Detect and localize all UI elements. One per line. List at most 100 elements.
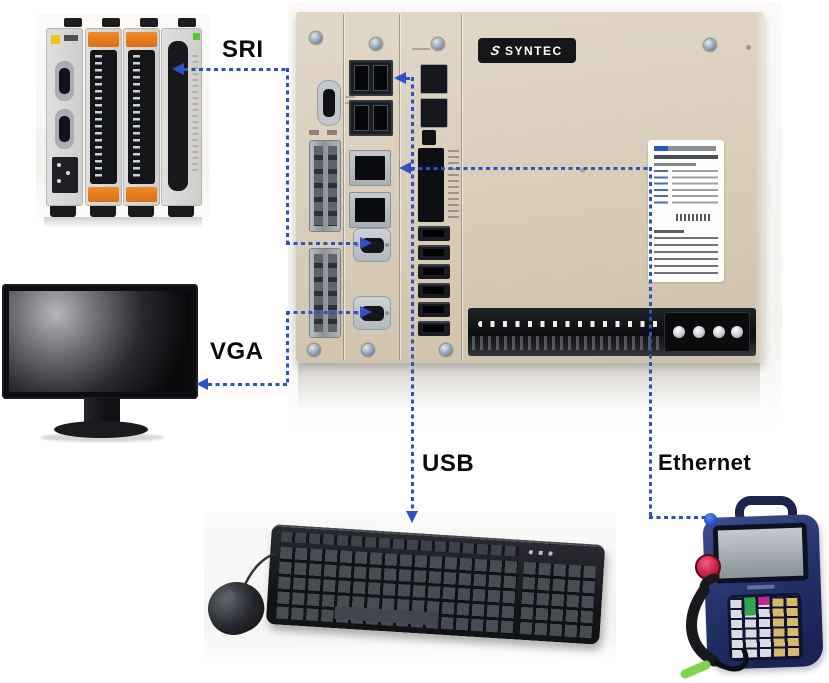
terminal-connector — [52, 157, 78, 193]
port-label — [412, 48, 430, 54]
module-cover — [168, 41, 188, 191]
din-clip — [140, 18, 158, 27]
cnc-controller: S SYNTEC — [296, 12, 764, 362]
power-terminal — [673, 326, 685, 338]
reflection — [44, 217, 202, 228]
usb-port-pair — [349, 100, 393, 136]
terminal-wiring — [472, 336, 664, 350]
module-cap-top — [88, 32, 119, 47]
key-green — [744, 597, 756, 616]
screw — [308, 344, 320, 356]
status-led-green — [193, 33, 200, 40]
module-label — [64, 35, 78, 41]
dsub-socket — [323, 89, 335, 117]
syntec-logo-mark: S — [489, 43, 502, 58]
label-table-left — [654, 170, 668, 208]
status-led-yellow — [51, 35, 60, 44]
vga-line — [286, 311, 289, 386]
dsub-port — [55, 109, 74, 149]
module-foot — [168, 206, 194, 217]
spec-label — [648, 140, 724, 282]
io-port — [418, 264, 450, 279]
usb-line — [406, 77, 414, 80]
module-foot — [128, 206, 154, 217]
pin — [66, 171, 70, 175]
monitor-stand-base — [54, 421, 148, 438]
io-port — [418, 321, 450, 336]
label-notes — [654, 237, 718, 277]
tick-marks — [192, 55, 198, 175]
module-foot — [90, 206, 116, 217]
pendant-brand-mark — [746, 584, 775, 590]
label-header — [654, 146, 716, 151]
terminal-screws — [478, 321, 660, 327]
card-separator — [461, 14, 462, 360]
lan-port — [349, 192, 391, 228]
sri-line — [184, 68, 288, 71]
label-table — [672, 170, 718, 208]
power-terminal — [731, 326, 743, 338]
power-terminal — [713, 326, 725, 338]
pendant-body — [702, 514, 824, 670]
screw — [370, 38, 382, 50]
usb-arrowhead — [394, 72, 406, 84]
terminal-pins — [95, 55, 102, 179]
screw — [362, 344, 374, 356]
rj45-port — [420, 98, 448, 128]
small-port — [422, 130, 436, 145]
lan-port — [349, 150, 391, 186]
screw — [704, 39, 716, 51]
sri-arrowhead — [360, 237, 372, 249]
key-magenta — [758, 596, 770, 606]
rj45-port — [420, 64, 448, 94]
pin — [57, 163, 61, 167]
panel-hole — [746, 45, 751, 50]
module-cap-top — [126, 32, 157, 47]
power-terminal-block — [664, 312, 750, 352]
pinout-text — [448, 150, 459, 220]
sri-arrowhead — [172, 63, 184, 75]
label-vga: VGA — [210, 338, 264, 365]
emergency-stop-button — [695, 554, 721, 580]
dsub-port — [55, 61, 74, 101]
sri-line — [286, 242, 362, 245]
sri-dsub-port — [353, 228, 391, 262]
label-barcode — [676, 214, 712, 221]
io-module-terminal — [85, 28, 122, 206]
terminal-strip-bottom — [468, 308, 756, 356]
label-row — [654, 163, 696, 166]
screw — [432, 38, 444, 50]
module-foot — [50, 206, 76, 217]
pendant-keypad — [727, 592, 804, 662]
screw — [310, 32, 322, 44]
port-label — [309, 130, 319, 135]
controller-reflection — [298, 363, 760, 423]
usb-line — [411, 77, 414, 511]
ethernet-line — [411, 167, 652, 170]
vga-arrowhead — [360, 306, 372, 318]
din-clip — [102, 18, 120, 27]
vga-line — [286, 311, 362, 314]
dio-connector — [418, 148, 444, 222]
mpu-dsub-port — [317, 80, 341, 126]
syntec-logo-text: SYNTEC — [504, 43, 563, 58]
mouse — [200, 573, 272, 643]
pin — [57, 179, 61, 183]
connector-slot — [314, 254, 323, 332]
label-ethernet: Ethernet — [658, 450, 752, 475]
axis-connector — [309, 140, 341, 232]
din-clip — [178, 18, 196, 27]
connector-slot — [328, 254, 337, 332]
connector-slot — [328, 146, 337, 226]
sri-line — [286, 68, 289, 245]
io-port — [418, 245, 450, 260]
module-cap-bottom — [126, 187, 157, 202]
ethernet-line — [649, 167, 652, 519]
panel-hole — [580, 168, 585, 173]
mouse-wheel — [224, 588, 236, 603]
usb-arrowhead — [406, 511, 418, 523]
card-separator — [343, 14, 344, 360]
io-module-terminal — [123, 28, 160, 206]
io-port — [418, 283, 450, 298]
io-module-covered — [161, 28, 202, 206]
